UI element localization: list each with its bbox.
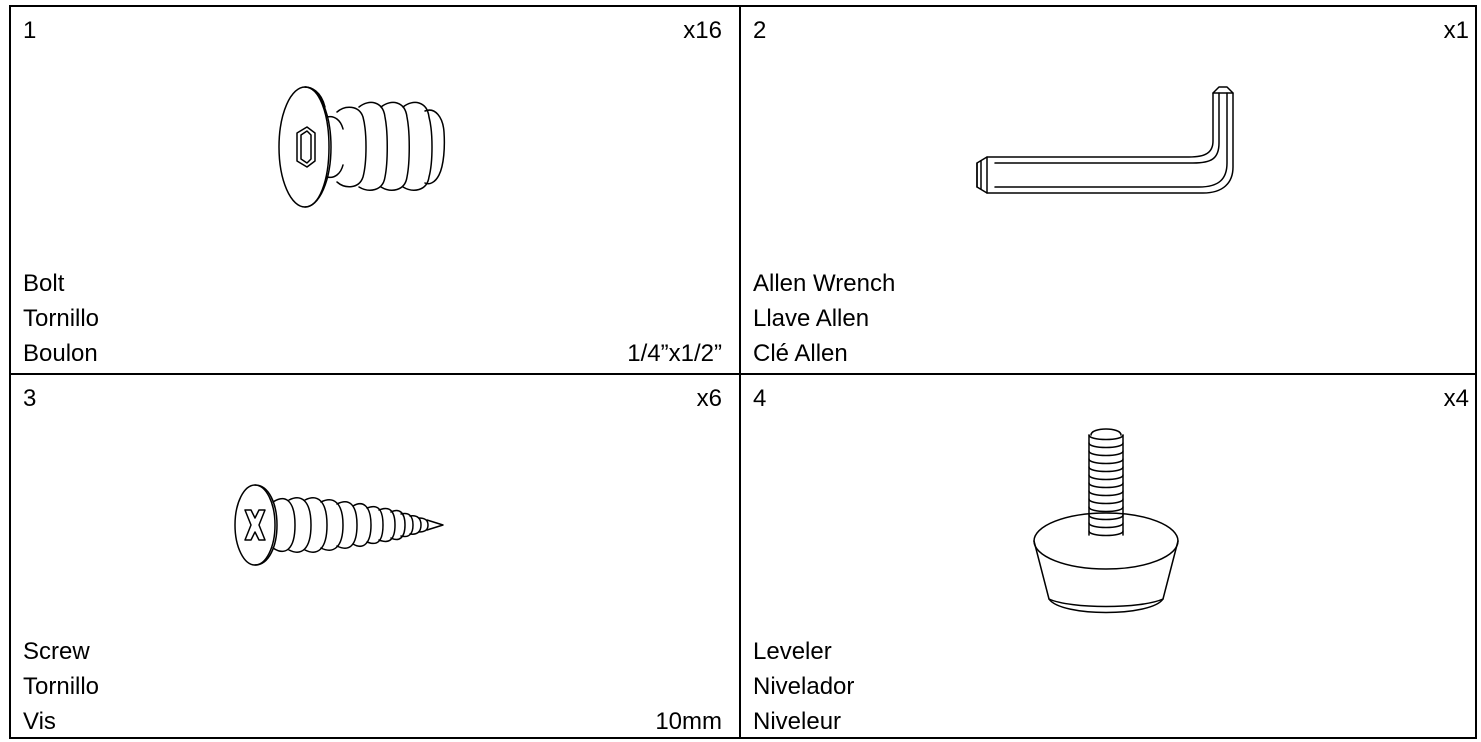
part-name-es: Tornillo [23, 673, 100, 700]
part-size: 10mm [655, 708, 722, 735]
part-cell-leveler: 4 x4 [741, 375, 1475, 739]
part-quantity: x4 [1443, 385, 1469, 412]
part-name-en: Bolt [23, 270, 65, 297]
part-name-fr: Vis [23, 708, 56, 735]
part-name-fr: Clé Allen [753, 340, 848, 367]
part-number: 1 [23, 17, 37, 44]
part-names: Screw Tornillo Vis [23, 634, 99, 739]
part-cell-screw: 3 x6 Screw Tornillo Vis [11, 375, 728, 739]
part-name-es: Llave Allen [753, 305, 870, 332]
part-name-es: Tornillo [23, 305, 100, 332]
part-number: 3 [23, 385, 37, 412]
part-name-fr: Boulon [23, 340, 98, 367]
part-number: 4 [753, 385, 767, 412]
parts-table: 1 x16 Bolt Tornillo Boulon 1/4”x1/2” [9, 5, 1477, 739]
part-names: Leveler Nivelador Niveleur [753, 634, 854, 739]
row-divider [11, 373, 1475, 375]
part-name-es: Nivelador [753, 673, 855, 700]
part-names: Bolt Tornillo Boulon [23, 266, 99, 371]
part-size: 1/4”x1/2” [627, 340, 722, 367]
part-quantity: x1 [1443, 17, 1469, 44]
screw-icon [234, 484, 444, 566]
bolt-icon [278, 86, 446, 208]
part-cell-allen-wrench: 2 x1 Allen Wrench Llave Allen Clé Allen [741, 7, 1475, 371]
part-name-en: Allen Wrench [753, 270, 896, 297]
allen-wrench-icon [976, 86, 1234, 194]
column-divider [739, 7, 741, 737]
part-quantity: x16 [683, 17, 722, 44]
part-name-fr: Niveleur [753, 708, 842, 735]
part-number: 2 [753, 17, 767, 44]
part-cell-bolt: 1 x16 Bolt Tornillo Boulon 1/4”x1/2” [11, 7, 728, 371]
part-quantity: x6 [696, 385, 722, 412]
part-name-en: Screw [23, 638, 90, 665]
part-names: Allen Wrench Llave Allen Clé Allen [753, 266, 895, 371]
leveler-icon [1033, 428, 1179, 614]
part-name-en: Leveler [753, 638, 832, 665]
